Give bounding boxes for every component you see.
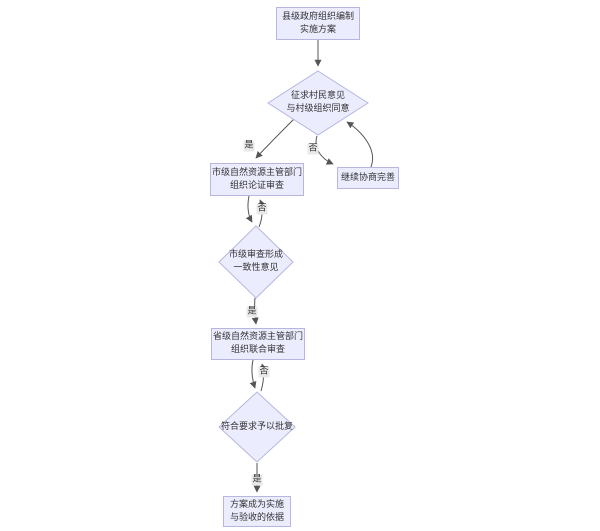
node-plan-basis: 方案成为实施 与验收的依据	[223, 496, 291, 527]
edge-province-review-to-meets-requirements	[249, 359, 257, 389]
edge-label-yes-city: 是	[246, 306, 258, 318]
edge-label-no-province: 否	[258, 366, 270, 378]
edge-label-no-city: 否	[256, 203, 268, 215]
edge-continue-consult-to-villager-consent	[346, 121, 374, 168]
decision-city-consensus-shape	[218, 225, 294, 299]
node-city-review: 市级自然资源主管部门 组织论证审查	[210, 163, 304, 196]
node-province-review: 省级自然资源主管部门 组织联合审查	[211, 328, 305, 360]
edge-label-no-villager: 否	[307, 143, 319, 155]
node-county-plan: 县级政府组织编制 实施方案	[276, 7, 360, 40]
decision-meets-requirements-shape	[218, 391, 296, 463]
edge-label-yes-province: 是	[251, 474, 263, 486]
edge-label-yes-villager: 是	[243, 140, 255, 152]
edge-city-review-to-city-consensus	[245, 195, 253, 223]
decision-villager-consent-shape	[267, 70, 369, 136]
edge-villager-consent-no-to-continue-consult	[315, 135, 334, 165]
node-continue-consult: 继续协商完善	[337, 167, 399, 189]
edge-villager-consent-yes-to-city-review	[255, 116, 297, 159]
